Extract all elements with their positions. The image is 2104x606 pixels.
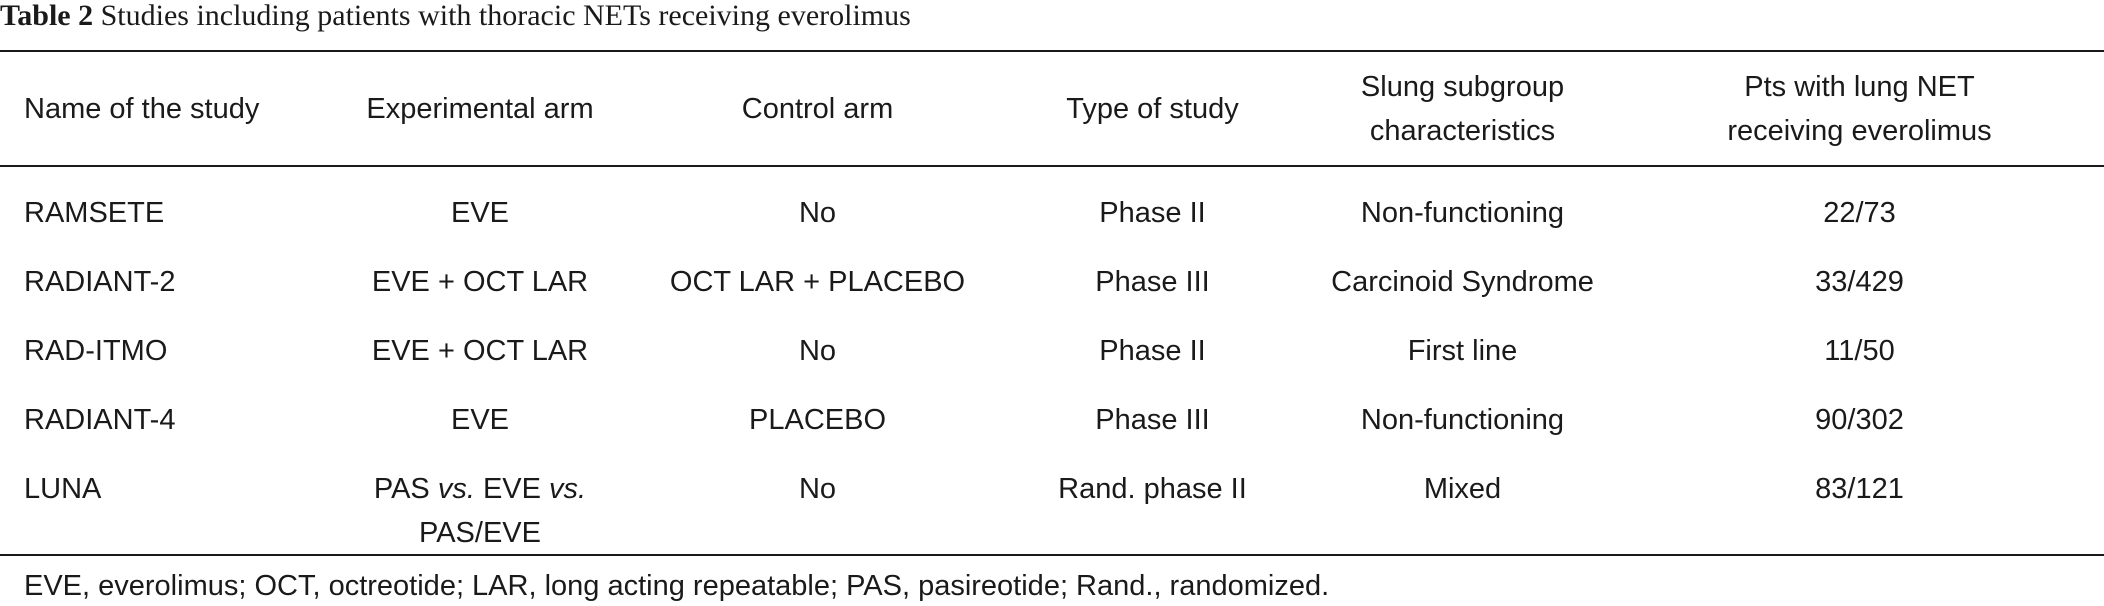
cell-experimental-arm: EVE (450, 404, 510, 436)
cell-pts: 90/302 (1815, 404, 1904, 436)
table-caption: Table 2 Studies including patients with … (0, 0, 911, 40)
table-header-row: Name of the study Experimental arm Contr… (0, 52, 2104, 165)
header-experimental-arm: Experimental arm (366, 92, 594, 125)
cell-subgroup: Carcinoid Syndrome (1331, 266, 1594, 298)
cell-control-arm: No (798, 197, 837, 229)
table-caption-label: Table 2 (0, 0, 94, 32)
cell-control-arm: OCT LAR + PLACEBO (669, 266, 966, 298)
table-footnote: EVE, everolimus; OCT, octreotide; LAR, l… (24, 570, 1330, 602)
cell-study-name: RADIANT-2 (24, 266, 176, 298)
cell-subgroup: First line (1407, 335, 1518, 367)
header-control-arm: Control arm (741, 92, 894, 125)
cell-subgroup: Non-functioning (1360, 404, 1565, 436)
cell-control-arm: PLACEBO (749, 404, 886, 436)
cell-type-of-study: Rand. phase II (1058, 473, 1247, 505)
cell-experimental-arm: PAS vs. EVE vs.PAS/EVE (373, 473, 587, 549)
cell-type-of-study: Phase III (1095, 266, 1210, 298)
cell-control-arm: No (798, 473, 837, 505)
cell-subgroup: Non-functioning (1360, 197, 1565, 229)
cell-experimental-arm: EVE + OCT LAR (371, 335, 589, 367)
header-pts-lung-net: Pts with lung NET receiving everolimus (1727, 70, 1992, 147)
table-header-rule (0, 165, 2104, 167)
cell-subgroup: Mixed (1423, 473, 1502, 505)
studies-table: Name of the study Experimental arm Contr… (0, 52, 2104, 561)
cell-type-of-study: Phase II (1099, 197, 1206, 229)
table-caption-text: Studies including patients with thoracic… (100, 0, 911, 32)
cell-control-arm: No (798, 335, 837, 367)
cell-pts: 11/50 (1824, 335, 1895, 367)
table-row: LUNA PAS vs. EVE vs.PAS/EVE No Rand. pha… (0, 455, 2104, 561)
cell-study-name: RAMSETE (24, 197, 165, 229)
cell-type-of-study: Phase III (1095, 404, 1210, 436)
table-bottom-rule (0, 554, 2104, 556)
table-row: RADIANT-2 EVE + OCT LAR OCT LAR + PLACEB… (0, 248, 2104, 317)
header-name-of-study: Name of the study (24, 92, 260, 125)
cell-experimental-arm: EVE + OCT LAR (371, 266, 589, 298)
cell-type-of-study: Phase II (1099, 335, 1206, 367)
cell-study-name: RADIANT-4 (24, 404, 176, 436)
table-row: RAMSETE EVE No Phase II Non-functioning … (0, 179, 2104, 248)
table-row: RADIANT-4 EVE PLACEBO Phase III Non-func… (0, 386, 2104, 455)
cell-pts: 83/121 (1815, 473, 1904, 505)
cell-study-name: LUNA (24, 473, 102, 505)
cell-pts: 22/73 (1823, 197, 1896, 229)
table-top-rule (0, 50, 2104, 52)
header-type-of-study: Type of study (1066, 92, 1239, 125)
table-row: RAD-ITMO EVE + OCT LAR No Phase II First… (0, 317, 2104, 386)
cell-experimental-arm: EVE (450, 197, 510, 229)
cell-study-name: RAD-ITMO (24, 335, 168, 367)
cell-pts: 33/429 (1815, 266, 1904, 298)
header-subgroup-characteristics: Slung subgroup characteristics (1360, 70, 1565, 147)
